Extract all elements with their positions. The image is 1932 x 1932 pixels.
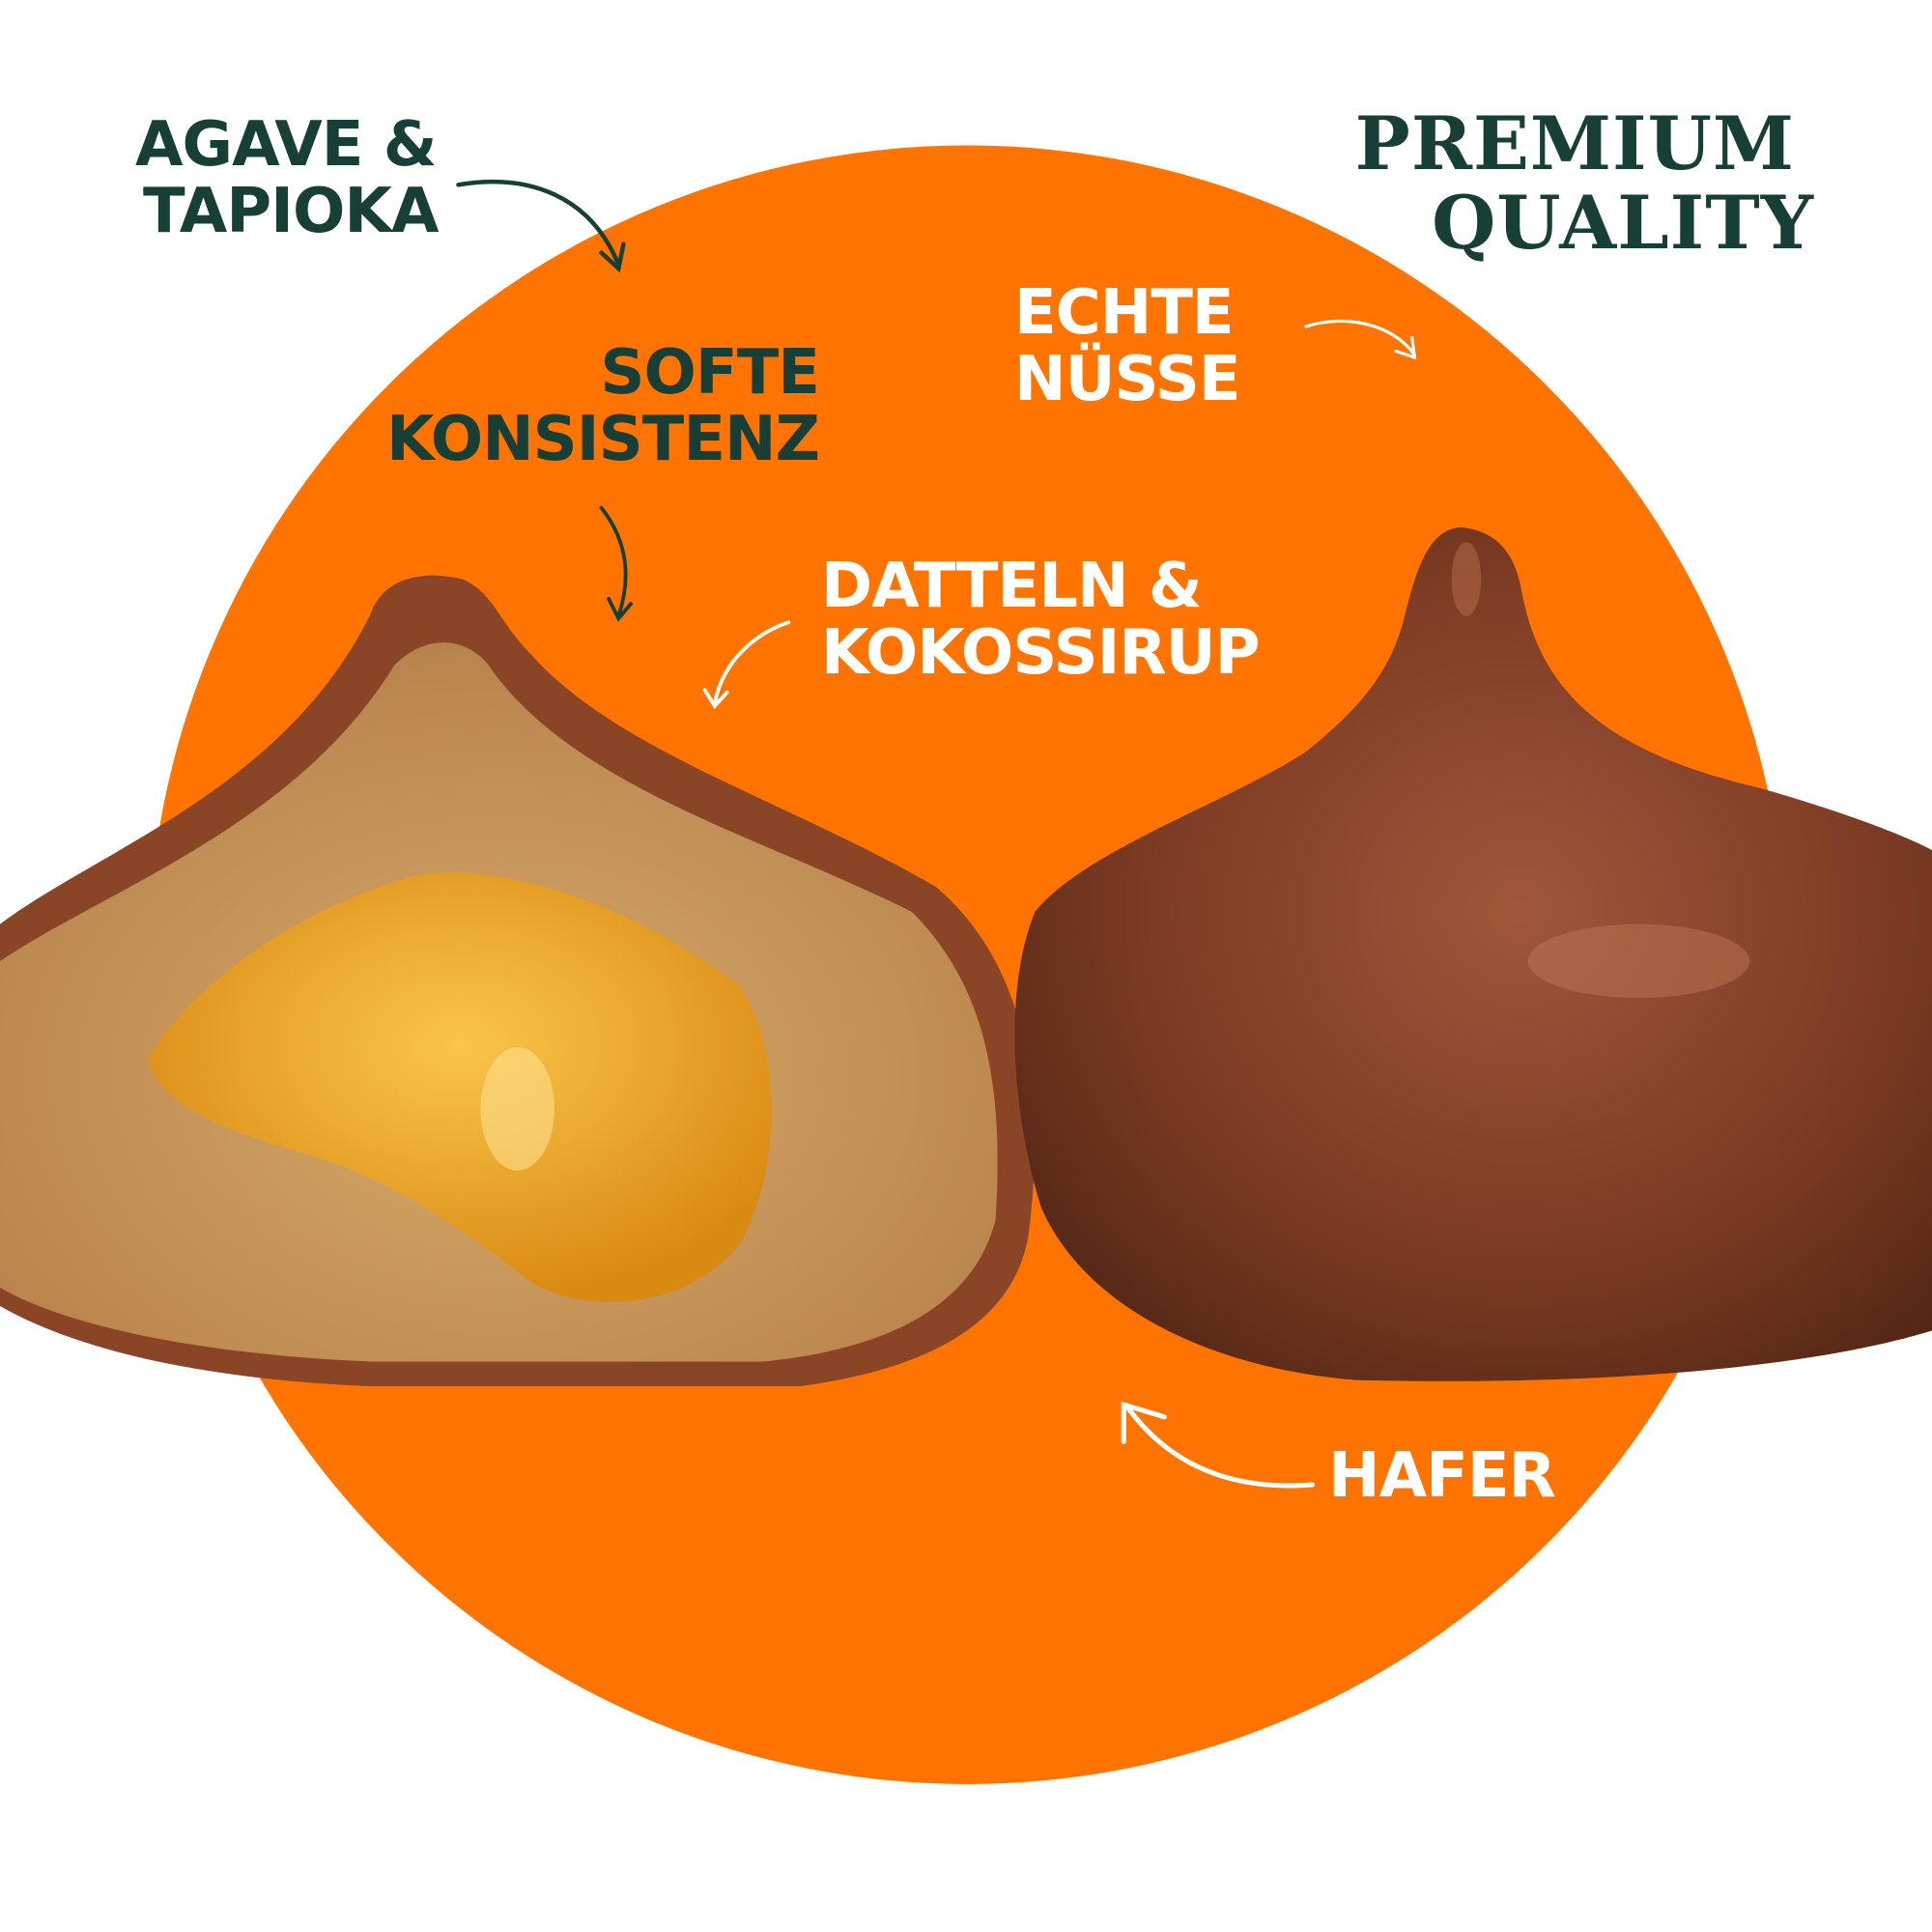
- label-premium-quality: PREMIUM QUALITY: [1354, 100, 1814, 267]
- label-line: QUALITY: [1432, 180, 1814, 267]
- cut-cookie: [0, 575, 1036, 1386]
- whole-cookie: [1014, 526, 1932, 1381]
- arrow-oats: [1121, 1401, 1315, 1489]
- label-hafer: HAFER: [1328, 1440, 1556, 1512]
- label-line: PREMIUM: [1354, 100, 1795, 186]
- label-line: KONSISTENZ: [385, 404, 820, 476]
- arrow-soft: [599, 505, 633, 622]
- label-line: ECHTE: [1014, 277, 1235, 349]
- label-line: HAFER: [1328, 1440, 1556, 1512]
- label-agave-tapioka: AGAVE & TAPIOKA: [135, 109, 439, 248]
- label-line: DATTELN &: [821, 551, 1203, 622]
- label-line: SOFTE: [600, 337, 820, 409]
- label-softe-konsistenz: SOFTE KONSISTENZ: [385, 337, 820, 476]
- label-line: AGAVE &: [135, 109, 438, 181]
- label-line: NÜSSE: [1014, 344, 1241, 416]
- label-line: KOKOSSIRUP: [821, 617, 1261, 690]
- label-datteln-kokossirup: DATTELN & KOKOSSIRUP: [821, 551, 1261, 690]
- label-line: TAPIOKA: [143, 176, 439, 248]
- arrow-agave: [456, 180, 626, 273]
- label-echte-nuesse: ECHTE NÜSSE: [1014, 277, 1241, 416]
- arrow-dates: [702, 620, 791, 710]
- arrow-nuts: [1304, 319, 1417, 360]
